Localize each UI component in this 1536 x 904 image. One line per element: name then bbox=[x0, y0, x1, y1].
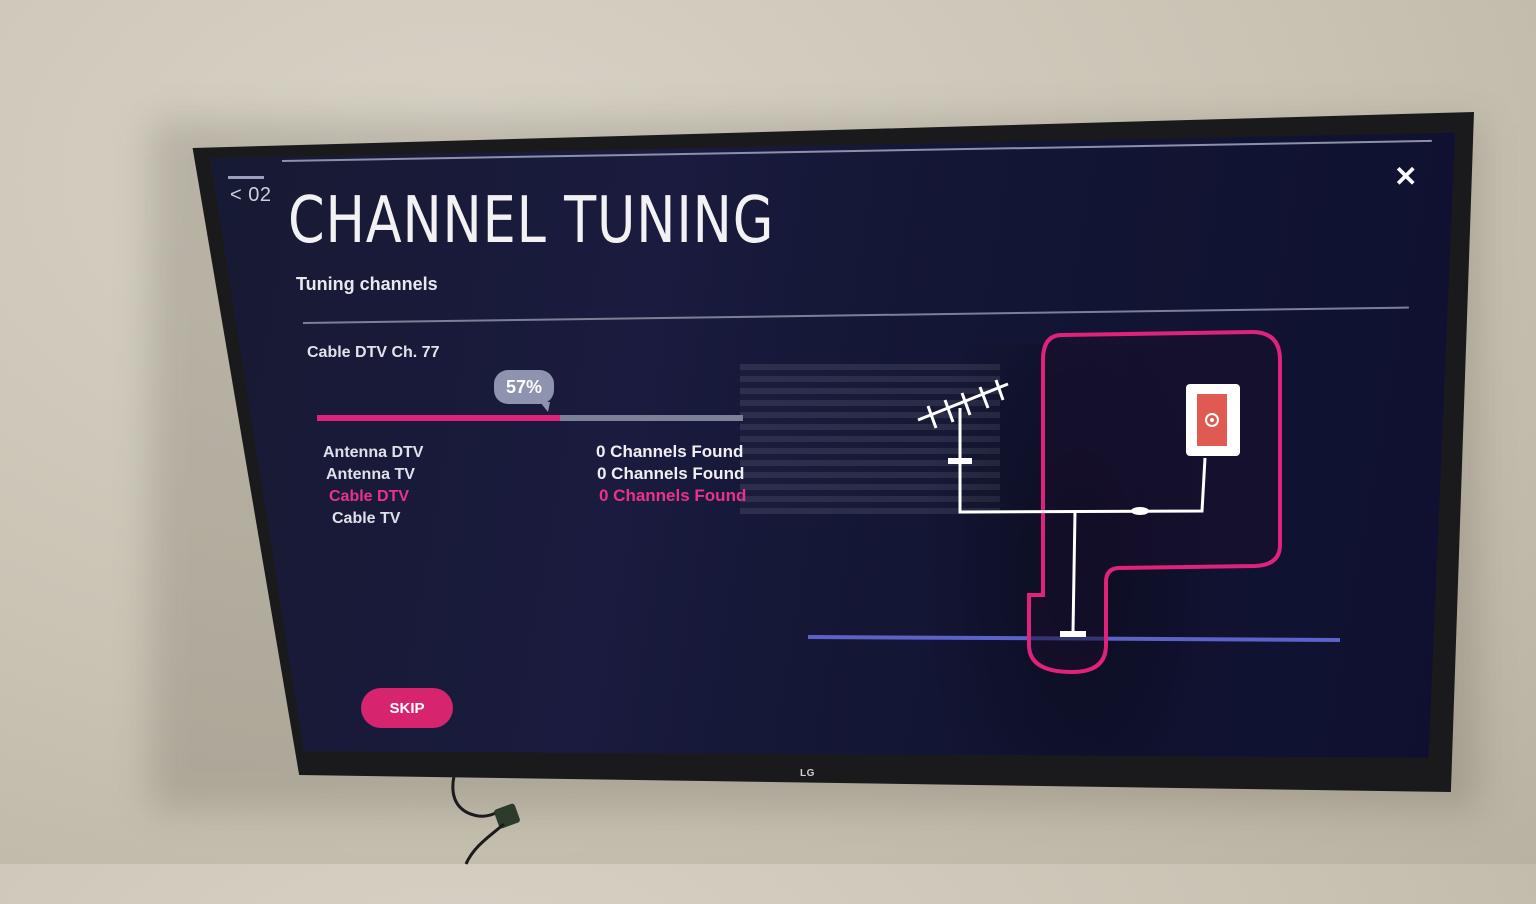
close-icon[interactable]: ✕ bbox=[1394, 161, 1418, 192]
cable-to-floor bbox=[1071, 511, 1077, 633]
tv-brand-logo: LG bbox=[800, 768, 815, 779]
connection-diagram bbox=[807, 329, 1341, 675]
power-cable bbox=[451, 776, 520, 865]
page-subtitle: Tuning channels bbox=[296, 274, 438, 294]
cable-splitter bbox=[1131, 507, 1149, 515]
back-step-button[interactable]: < 02 bbox=[230, 184, 272, 206]
progress-percent-bubble: 57% bbox=[494, 370, 554, 412]
antenna-icon bbox=[917, 379, 1009, 464]
window-reflection bbox=[740, 364, 1000, 514]
house-outline bbox=[1027, 329, 1282, 675]
progress-bar-fill bbox=[317, 415, 560, 421]
cable-entry bbox=[1060, 631, 1086, 637]
step-indicator-bar bbox=[228, 176, 264, 179]
scan-source-antenna-tv: Antenna TV bbox=[326, 466, 415, 483]
page-title: CHANNEL TUNING bbox=[288, 184, 775, 258]
scan-source-antenna-dtv: Antenna DTV bbox=[323, 444, 424, 461]
skip-button[interactable]: SKIP bbox=[361, 688, 453, 728]
scan-source-cable-dtv: Cable DTV bbox=[329, 488, 410, 505]
progress-percent-text: 57% bbox=[505, 376, 543, 397]
progress-bar bbox=[317, 415, 743, 421]
scan-count-cable-dtv: 0 Channels Found bbox=[599, 486, 747, 505]
scan-count-antenna-dtv: 0 Channels Found bbox=[596, 442, 744, 461]
wall-outlet-icon bbox=[1186, 384, 1240, 456]
current-channel-label: Cable DTV Ch. 77 bbox=[307, 344, 440, 361]
scan-count-antenna-tv: 0 Channels Found bbox=[597, 464, 745, 483]
signal-cable bbox=[958, 457, 1207, 514]
scan-source-cable-tv: Cable TV bbox=[332, 510, 401, 527]
